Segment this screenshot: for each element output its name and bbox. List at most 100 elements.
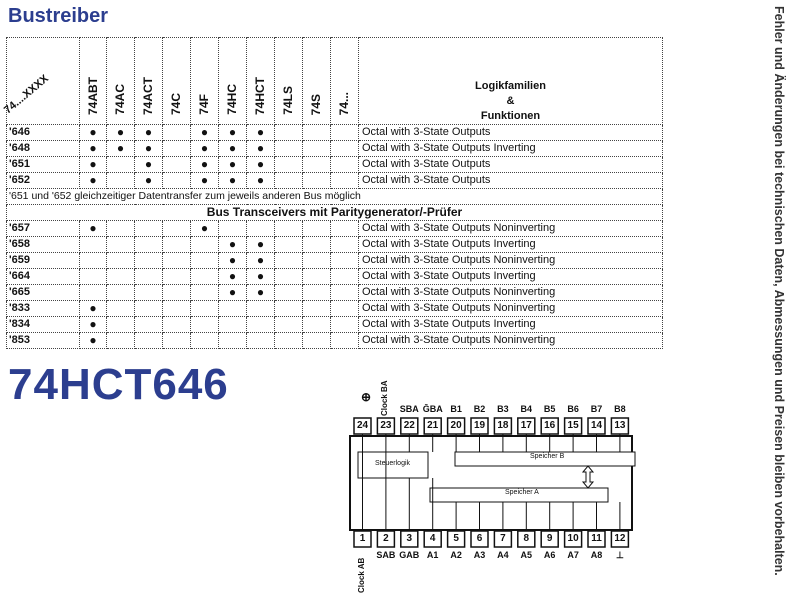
bottom-pin-label: A6: [543, 550, 556, 560]
function-cell: Octal with 3-State Outputs: [358, 124, 663, 141]
empty-cell: [218, 220, 247, 237]
top-pin-number: 16: [544, 420, 556, 431]
heading-line: Funktionen: [480, 110, 541, 122]
empty-cell: [274, 284, 303, 301]
top-pin-number: 15: [567, 420, 579, 431]
dot-marker: ●: [106, 124, 135, 141]
top-pin-number: 13: [614, 420, 626, 431]
empty-cell: [190, 268, 219, 285]
function-cell: Octal with 3-State Outputs Inverting: [358, 236, 663, 253]
section-row: Bus Transceivers mit Paritygenerator/-Pr…: [6, 204, 663, 221]
table-row: '853●Octal with 3-State Outputs Noninver…: [6, 332, 663, 349]
part-cell: '659: [6, 252, 80, 269]
dot-marker: ●: [190, 156, 219, 173]
empty-cell: [302, 268, 331, 285]
dot-marker: ●: [218, 268, 247, 285]
part-cell: '658: [6, 236, 80, 253]
dot-marker: ●: [106, 140, 135, 157]
top-pin-label: B3: [497, 404, 509, 414]
empty-cell: [302, 316, 331, 333]
section-title: Bus Transceivers mit Paritygenerator/-Pr…: [6, 204, 663, 221]
family-header: 74ACT: [134, 37, 163, 125]
empty-cell: [134, 236, 163, 253]
bottom-pin-label: GAB: [399, 550, 420, 560]
empty-cell: [274, 124, 303, 141]
empty-cell: [106, 252, 135, 269]
empty-cell: [302, 124, 331, 141]
table-row: '834●Octal with 3-State Outputs Invertin…: [6, 316, 663, 333]
empty-cell: [106, 172, 135, 189]
top-pin-number: 23: [380, 420, 392, 431]
empty-cell: [302, 156, 331, 173]
top-pin-label: B1: [450, 404, 462, 414]
empty-cell: [274, 140, 303, 157]
dot-marker: ●: [134, 140, 163, 157]
empty-cell: [330, 124, 359, 141]
dot-marker: ●: [218, 284, 247, 301]
page-title: Bustreiber: [8, 5, 109, 27]
empty-cell: [330, 252, 359, 269]
empty-cell: [106, 236, 135, 253]
family-label: 74AC: [113, 84, 127, 115]
empty-cell: [330, 220, 359, 237]
function-cell: Octal with 3-State Outputs Noninverting: [358, 332, 663, 349]
corner-cell: 74....XXXX: [2, 37, 80, 125]
dot-marker: ●: [79, 140, 107, 157]
bottom-pin-number: 9: [546, 533, 553, 544]
latch-a-label: Speicher A: [505, 489, 539, 496]
empty-cell: [302, 252, 331, 269]
table-row: '652●●●●●Octal with 3-State Outputs: [6, 172, 663, 189]
table-row: '648●●●●●●Octal with 3-State Outputs Inv…: [6, 140, 663, 157]
empty-cell: [190, 236, 219, 253]
bottom-pin-number: 8: [523, 533, 530, 544]
function-cell: Octal with 3-State Outputs: [358, 156, 663, 173]
table-row: '658●●Octal with 3-State Outputs Inverti…: [6, 236, 663, 253]
family-header: 74S: [302, 37, 331, 125]
empty-cell: [330, 268, 359, 285]
family-header: 74...: [330, 37, 359, 125]
heading-line: Logikfamilien: [475, 80, 546, 92]
empty-cell: [162, 124, 191, 141]
empty-cell: [190, 284, 219, 301]
dot-marker: ●: [79, 172, 107, 189]
part-cell: '652: [6, 172, 80, 189]
top-pin-number: 20: [450, 420, 462, 431]
empty-cell: [274, 332, 303, 349]
empty-cell: [302, 284, 331, 301]
family-header: 74HCT: [246, 37, 275, 125]
top-pin-number: 14: [590, 420, 603, 431]
empty-cell: [190, 316, 219, 333]
family-label: 74HCT: [253, 76, 267, 115]
empty-cell: [162, 172, 191, 189]
vcc-symbol-icon: ⊕: [360, 390, 372, 404]
part-cell: '664: [6, 268, 80, 285]
family-header: 74LS: [274, 37, 303, 125]
empty-cell: [106, 316, 135, 333]
family-label: 74F: [197, 94, 211, 115]
empty-cell: [106, 156, 135, 173]
family-header: 74F: [190, 37, 219, 125]
empty-cell: [218, 316, 247, 333]
empty-cell: [134, 284, 163, 301]
empty-cell: [218, 300, 247, 317]
empty-cell: [330, 156, 359, 173]
empty-cell: [246, 300, 275, 317]
function-cell: Octal with 3-State Outputs Inverting: [358, 268, 663, 285]
empty-cell: [106, 284, 135, 301]
bottom-pin-label: A8: [590, 550, 603, 560]
empty-cell: [106, 332, 135, 349]
empty-cell: [162, 140, 191, 157]
dot-marker: ●: [79, 124, 107, 141]
family-label: 74ABT: [85, 76, 100, 115]
family-label: 74ACT: [141, 76, 155, 115]
top-pin-number: 24: [356, 420, 369, 431]
top-pin-label: B4: [520, 404, 533, 414]
dot-marker: ●: [246, 252, 275, 269]
top-pin-label: SBA: [399, 404, 419, 414]
empty-cell: [162, 300, 191, 317]
empty-cell: [330, 332, 359, 349]
dot-marker: ●: [190, 220, 219, 237]
top-pin-number: 22: [403, 420, 415, 431]
